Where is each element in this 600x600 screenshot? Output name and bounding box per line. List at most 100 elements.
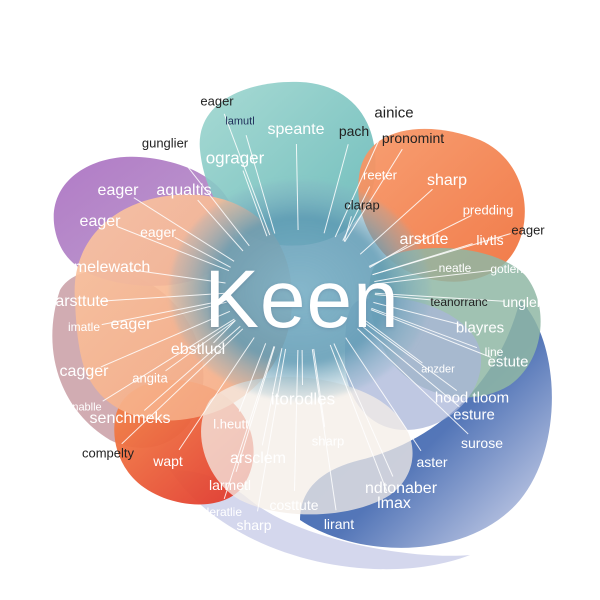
ray-pach <box>323 144 349 234</box>
ray-speante <box>295 143 299 231</box>
ray-sharp-mid <box>313 348 326 428</box>
word-ebstlucl: ebstlucl <box>170 341 226 358</box>
ray-lirant <box>311 349 337 511</box>
word-arstute-top: arstute <box>399 231 449 248</box>
word-esture: esture <box>453 406 495 424</box>
word-aqualtis: aqualtis <box>156 182 212 199</box>
core-glow <box>170 180 430 400</box>
word-lirant: lirant <box>323 516 355 532</box>
word-senchmeks: senchmeks <box>89 410 171 427</box>
ray-eager-inner <box>174 236 231 268</box>
pale-lower-blob <box>201 376 413 515</box>
ray-blayres <box>373 301 463 326</box>
radiating-lines <box>99 113 511 512</box>
ray-arsclem <box>261 348 283 446</box>
word-eager-inner: eager <box>140 224 176 240</box>
center-word-keen: Keen <box>204 254 400 345</box>
word-predding: predding <box>462 202 514 218</box>
ray-sharp-top <box>359 188 433 255</box>
word-ograger: ograger <box>205 148 265 168</box>
word-livtls: livtls <box>476 232 504 248</box>
ray-hood-tloom <box>363 321 458 392</box>
word-sharp-bottom: sharp <box>236 517 272 533</box>
word-coleratlie: coleratlie <box>193 505 243 519</box>
ray-costtute <box>294 349 299 492</box>
word-sharp-mid: sharp <box>311 433 345 449</box>
word-pach: pach <box>338 123 370 139</box>
word-estute: estute <box>487 353 529 371</box>
word-surose: surose <box>460 435 504 451</box>
word-arsclem: arsclem <box>229 450 287 467</box>
ray-gunglier <box>176 152 250 247</box>
ray-ainice <box>334 125 387 238</box>
word-sharp-top: sharp <box>426 172 468 189</box>
word-lamutl: lamutl <box>225 115 255 128</box>
word-line: line <box>484 345 504 359</box>
ray-surose <box>357 328 469 435</box>
word-clarap: clarap <box>344 197 380 213</box>
word-angita: angita <box>132 370 168 386</box>
ray-compelty <box>121 328 244 445</box>
word-blayres: blayres <box>455 319 505 337</box>
word-itorodles: itorodles <box>270 389 336 409</box>
ray-eager-left <box>116 226 230 272</box>
word-gunglier: gunglier <box>141 135 189 151</box>
word-imax: lmax <box>377 495 411 512</box>
word-speante: speante <box>267 121 325 138</box>
ray-lheutt <box>238 343 267 412</box>
word-compelty: compelty <box>81 445 135 461</box>
word-wapt: wapt <box>153 453 183 469</box>
ray-teanorranc <box>374 294 442 302</box>
ray-ebstlucl <box>213 320 236 344</box>
word-melewatch: melewatch <box>73 259 151 276</box>
ray-eager-top <box>223 113 271 236</box>
word-costtute: costtute <box>269 497 319 513</box>
ray-esture <box>360 324 460 408</box>
word-nablle: nablle <box>72 401 102 414</box>
word-eager-left: eager <box>79 213 121 230</box>
ray-angita <box>165 319 236 372</box>
word-ndtonaber: ndtonaber <box>364 480 438 497</box>
ray-gotlene <box>374 269 493 285</box>
word-eager-right: eager <box>511 222 545 238</box>
word-eager-mid: eager <box>110 316 152 333</box>
ray-arsttute <box>99 292 226 302</box>
ray-eager-mid <box>148 301 227 323</box>
ray-ograger <box>242 170 268 237</box>
word-lheutt: l.heutt <box>213 416 249 432</box>
ray-melewatch <box>129 269 226 284</box>
ray-arstute-top <box>369 244 408 269</box>
ray-ndtonaber <box>333 343 394 477</box>
ray-pronomint <box>344 148 403 243</box>
word-hood-tloom: hood tloom <box>434 389 510 407</box>
word-ungler: ungler <box>502 294 542 310</box>
ray-imatle <box>101 299 227 326</box>
ray-livtls <box>372 243 473 276</box>
ray-ungler <box>374 292 505 302</box>
ray-coleratlie <box>223 346 275 500</box>
ray-aster <box>345 337 422 452</box>
word-gotlene: gotlene <box>490 262 530 276</box>
word-cagger: cagger <box>59 363 109 380</box>
ray-sharp-bottom <box>257 348 287 512</box>
word-neatle: neatle <box>438 261 472 275</box>
word-imatle: imatle <box>67 320 101 334</box>
ray-imax <box>329 344 388 492</box>
ray-estute <box>370 309 492 358</box>
ray-line <box>371 307 478 349</box>
ray-nablle <box>102 318 235 402</box>
word-teanorranc: teanorranc <box>430 295 488 309</box>
word-arsttute: arsttute <box>55 293 109 310</box>
word-ainice: ainice <box>374 104 414 122</box>
word-eager-purple: eager <box>97 182 139 199</box>
ray-wapt <box>178 337 255 451</box>
word-lametl: larmetl <box>208 477 252 493</box>
ray-anzder <box>364 319 423 364</box>
ray-senchmeks <box>143 325 241 411</box>
ray-aqualtis <box>197 199 244 252</box>
ray-neatle <box>374 269 438 283</box>
ray-clarap <box>343 216 352 242</box>
word-aster: aster <box>416 454 448 470</box>
word-reeter: reeter <box>363 167 397 183</box>
